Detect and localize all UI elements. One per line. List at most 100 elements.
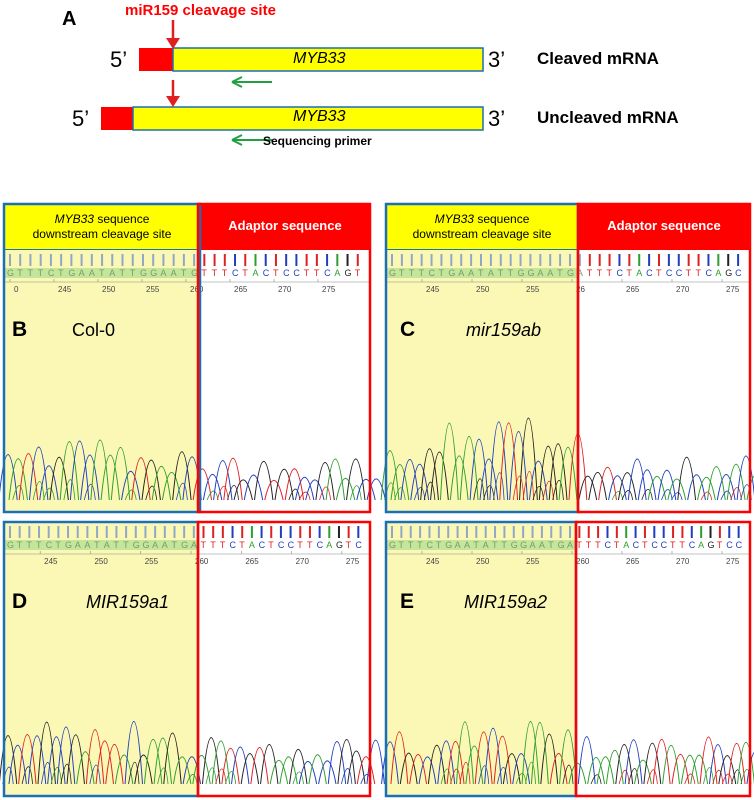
trace-peak — [608, 475, 627, 501]
sample-label: mir159ab — [466, 320, 541, 340]
trace-peak — [430, 451, 449, 501]
base-letter: C — [633, 540, 640, 550]
base-letter: T — [473, 540, 479, 550]
trace-peak — [163, 732, 182, 785]
base-letter: A — [191, 540, 197, 550]
trace-peak — [437, 740, 456, 785]
base-letter: T — [38, 268, 44, 278]
trace-peak — [647, 476, 667, 501]
trace-peak — [284, 468, 305, 501]
trace-peak — [161, 472, 182, 501]
trace-peak — [509, 430, 528, 501]
trace-peak — [617, 472, 637, 501]
base-letter: T — [670, 540, 676, 550]
base-letter: G — [389, 268, 396, 278]
base-letter: C — [426, 540, 433, 550]
trace-peak — [305, 479, 325, 501]
trace-peak — [8, 458, 28, 501]
base-letter: T — [438, 268, 444, 278]
base-letter: G — [511, 540, 518, 550]
panel-letter: D — [12, 590, 27, 613]
base-letter: A — [84, 540, 90, 550]
trace-peak — [289, 748, 308, 785]
trace-peak — [519, 417, 538, 501]
trace-minor-peak — [128, 761, 140, 785]
base-letter: T — [242, 268, 248, 278]
trace-minor-peak — [227, 484, 239, 501]
base-letter: G — [7, 268, 14, 278]
trace-peak — [446, 741, 465, 785]
trace-peak — [727, 743, 746, 785]
base-letter: T — [94, 540, 100, 550]
ruler-tick-label: 270 — [296, 557, 310, 566]
trace-minor-peak — [532, 485, 545, 501]
ruler-tick-label: 255 — [526, 557, 540, 566]
panel-letter: B — [12, 318, 27, 341]
trace-minor-peak — [63, 479, 76, 501]
trace-minor-peak — [32, 481, 45, 501]
trace-minor-peak — [525, 761, 536, 785]
ruler-tick-label: 255 — [526, 285, 540, 294]
three-prime-cleaved: 3’ — [488, 47, 506, 72]
trace-peak — [627, 458, 647, 501]
trace-peak — [484, 728, 502, 785]
ruler-tick-label: 245 — [426, 557, 440, 566]
trace-peak — [474, 731, 493, 785]
trace-peak — [356, 478, 376, 501]
trace-minor-peak — [552, 479, 564, 501]
base-letter: G — [142, 540, 149, 550]
base-letter: G — [191, 268, 198, 278]
trace-peak — [95, 740, 114, 785]
base-letter: T — [26, 540, 32, 550]
trace-peak — [587, 757, 606, 785]
trace-minor-peak — [712, 769, 724, 785]
base-letter: T — [314, 268, 320, 278]
trace-peak — [254, 461, 274, 501]
base-letter: T — [17, 540, 23, 550]
adaptor-header-left: Adaptor sequence — [200, 204, 370, 250]
trace-minor-peak — [661, 489, 673, 501]
trace-peak — [615, 744, 634, 785]
trace-peak — [420, 448, 439, 501]
base-letter: G — [389, 540, 396, 550]
base-letter: T — [222, 268, 228, 278]
base-letter: G — [708, 540, 715, 550]
base-letter: A — [458, 268, 464, 278]
base-letter: T — [55, 540, 61, 550]
trace-peak — [634, 759, 652, 785]
base-letter: G — [181, 540, 188, 550]
base-letter: G — [65, 540, 72, 550]
trace-peak — [18, 733, 37, 785]
trace-peak — [202, 474, 223, 501]
base-letter: A — [537, 268, 543, 278]
base-letter: A — [104, 540, 110, 550]
base-letter: C — [646, 268, 653, 278]
base-letter: C — [736, 540, 743, 550]
base-letter: T — [626, 268, 632, 278]
uncleaved-myb33-box — [132, 106, 484, 131]
trace-peak — [318, 760, 337, 785]
base-letter: T — [307, 540, 313, 550]
trace-minor-peak — [145, 485, 158, 501]
trace-minor-peak — [618, 769, 630, 785]
adaptor-region-frame — [576, 202, 752, 514]
trace-minor-peak — [206, 490, 219, 501]
trace-peak — [134, 754, 153, 785]
base-letter: T — [346, 540, 352, 550]
trace-peak — [28, 446, 49, 501]
trace-peak — [499, 422, 519, 501]
trace-peak — [315, 462, 335, 501]
trace-minor-peak — [473, 478, 485, 501]
trace-peak — [56, 726, 76, 785]
trace-peak — [708, 744, 727, 785]
base-letter: A — [326, 540, 332, 550]
base-letter: T — [508, 268, 514, 278]
base-letter: T — [273, 268, 279, 278]
base-letter: T — [642, 540, 648, 550]
trace-minor-peak — [700, 491, 713, 501]
base-letter: T — [181, 268, 187, 278]
myb33-header-downstream: downstream cleavage site — [32, 227, 172, 241]
myb33-header-gene: MYB33 — [434, 212, 474, 226]
trace-peak — [308, 754, 327, 785]
